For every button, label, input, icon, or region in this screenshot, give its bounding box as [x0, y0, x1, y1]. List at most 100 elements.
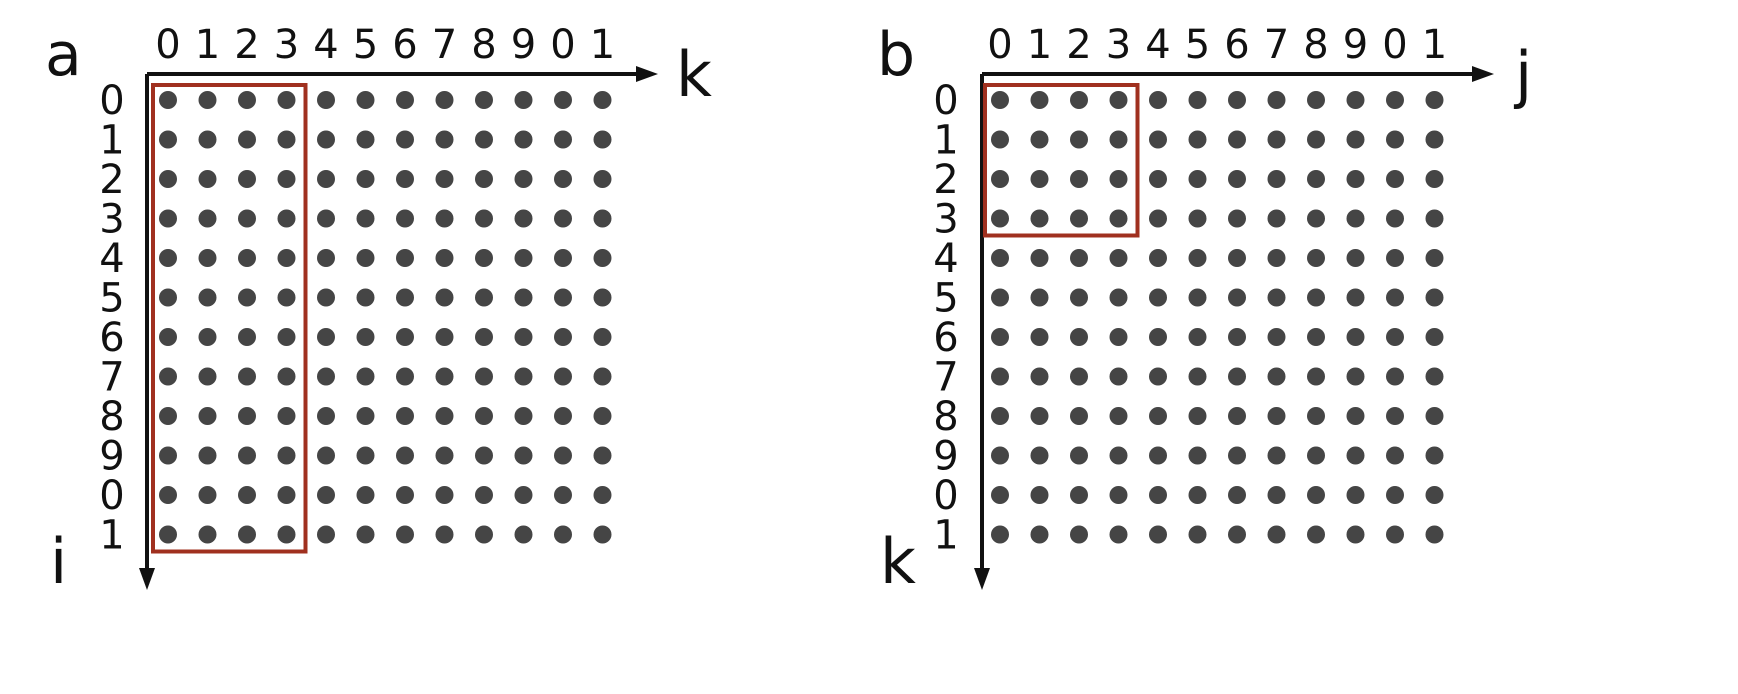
grid-dot — [1386, 407, 1404, 425]
grid-dot — [475, 407, 493, 425]
grid-dot — [1030, 486, 1049, 504]
grid-dot — [1386, 130, 1404, 149]
x-axis-label: j — [1513, 38, 1532, 111]
grid-dot — [1188, 367, 1207, 386]
grid-dot — [1267, 486, 1286, 504]
grid-dot — [1188, 91, 1207, 109]
grid-dot — [356, 249, 375, 267]
grid-dot — [159, 288, 177, 307]
grid-dot — [1188, 525, 1207, 544]
grid-dot — [1346, 486, 1365, 504]
grid-dot — [593, 328, 612, 346]
grid-dot — [1070, 407, 1088, 425]
grid-dot — [1030, 446, 1049, 465]
grid-dot — [1267, 170, 1286, 188]
panel-letter-a: a — [45, 20, 82, 90]
grid-dot — [435, 288, 454, 307]
grid-dot — [198, 367, 217, 386]
grid-dot — [514, 446, 533, 465]
grid-dot — [593, 367, 612, 386]
grid-dot — [356, 328, 375, 346]
grid-dot — [1425, 130, 1444, 149]
grid-dot — [1109, 288, 1128, 307]
highlight-block — [983, 83, 1140, 238]
grid-dot — [356, 525, 375, 544]
grid-dot — [396, 209, 414, 228]
grid-dot — [1228, 328, 1246, 346]
grid-dot — [1188, 130, 1207, 149]
grid-dot — [317, 170, 335, 188]
y-tick-label: 8 — [99, 394, 124, 440]
grid-dot — [1425, 328, 1444, 346]
grid-dot — [1267, 288, 1286, 307]
grid-dot — [238, 446, 256, 465]
grid-dot — [554, 170, 572, 188]
grid-dot — [238, 249, 256, 267]
grid-dot — [277, 328, 296, 346]
x-tick-label: 7 — [1264, 22, 1289, 68]
x-tick-label: 4 — [1145, 22, 1170, 68]
grid-dot — [1030, 288, 1049, 307]
y-tick-label: 1 — [933, 118, 958, 164]
grid-dot — [593, 407, 612, 425]
grid-dot — [1267, 249, 1286, 267]
grid-dot — [1228, 407, 1246, 425]
grid-dot — [1346, 288, 1365, 307]
grid-dot — [435, 209, 454, 228]
x-tick-label: 8 — [471, 22, 496, 68]
grid-dot — [554, 407, 572, 425]
y-tick-label: 7 — [99, 355, 124, 401]
grid-dot — [475, 446, 493, 465]
y-tick-label: 3 — [99, 197, 124, 243]
x-tick-label: 6 — [1224, 22, 1249, 68]
y-tick-label: 2 — [933, 157, 958, 203]
grid-dot — [1228, 446, 1246, 465]
grid-dot — [1425, 407, 1444, 425]
grid-dot — [238, 525, 256, 544]
grid-dot — [1030, 170, 1049, 188]
grid-dot — [238, 130, 256, 149]
grid-dot — [1267, 328, 1286, 346]
grid-dot — [514, 130, 533, 149]
grid-dot — [1425, 249, 1444, 267]
x-axis-arrowhead-icon — [1472, 66, 1494, 82]
grid-dot — [1070, 525, 1088, 544]
grid-dot — [1307, 209, 1325, 228]
grid-dot — [1070, 170, 1088, 188]
grid-dot — [1149, 367, 1167, 386]
grid-dot — [356, 407, 375, 425]
grid-dot — [317, 91, 335, 109]
y-axis-arrowhead-icon — [974, 568, 990, 590]
grid-dot — [1030, 130, 1049, 149]
grid-dot — [159, 367, 177, 386]
grid-dot — [1149, 328, 1167, 346]
grid-dot — [1425, 209, 1444, 228]
x-tick-label: 1 — [590, 22, 615, 68]
grid-dot — [593, 209, 612, 228]
grid-dot — [435, 367, 454, 386]
x-tick-label: 5 — [353, 22, 378, 68]
grid-dot — [1030, 91, 1049, 109]
grid-dot — [198, 91, 217, 109]
grid-dot — [356, 288, 375, 307]
x-tick-label: 0 — [987, 22, 1012, 68]
x-axis-label: k — [676, 38, 712, 111]
x-tick-label: 0 — [550, 22, 575, 68]
grid-dot — [514, 525, 533, 544]
grid-dot — [238, 486, 256, 504]
grid-dot — [554, 446, 572, 465]
grid-dot — [1149, 446, 1167, 465]
grid-dot — [475, 367, 493, 386]
grid-dot — [1149, 130, 1167, 149]
grid-dot — [514, 249, 533, 267]
x-tick-label: 1 — [1027, 22, 1052, 68]
y-axis-label: k — [880, 525, 916, 598]
x-tick-label: 6 — [392, 22, 417, 68]
grid-dot — [1149, 249, 1167, 267]
x-tick-label: 4 — [313, 22, 338, 68]
grid-dot — [475, 249, 493, 267]
grid-dot — [1425, 288, 1444, 307]
grid-dot — [1109, 328, 1128, 346]
grid-dot — [1346, 446, 1365, 465]
